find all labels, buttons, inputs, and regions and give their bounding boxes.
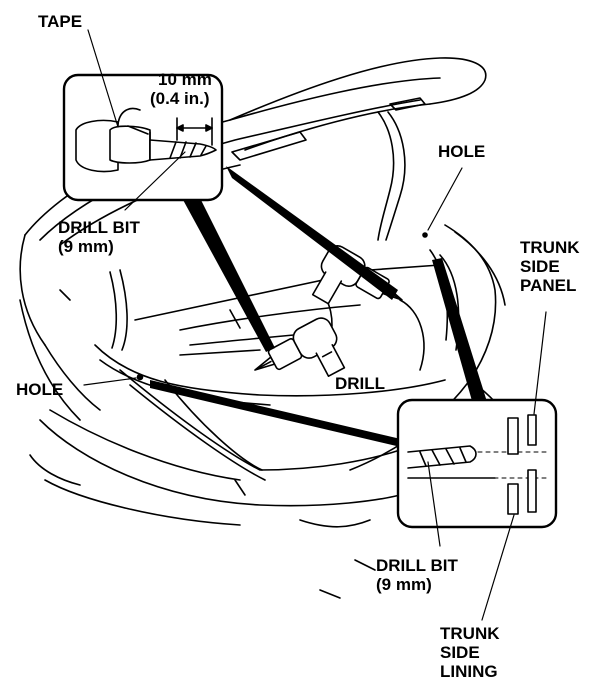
trunk-side-panel-line3: PANEL [520,276,577,295]
drill-bit-label-bottom: DRILL BIT (9 mm) [376,556,458,594]
dimension-mm: 10 mm [158,70,212,89]
tape-label: TAPE [38,12,83,31]
trunk-side-lining-line2: SIDE [440,643,480,662]
lining-callout-box [396,311,558,621]
callout-connectors [150,166,488,448]
trunk-side-panel-line1: TRUNK [520,238,580,257]
label-leaders [83,167,463,386]
trunk-side-lining-line3: LINING [440,662,498,681]
hole-label-top: HOLE [438,142,486,161]
drill-bit-label-top: DRILL BIT (9 mm) [58,218,140,256]
drill-bit-bottom-name: DRILL BIT [376,556,458,575]
drill-label: DRILL [335,374,386,393]
drill-bit-top-size: (9 mm) [58,237,114,256]
tape-callout-box [62,29,224,211]
dimension-in: (0.4 in.) [150,89,210,108]
trunk-side-panel-label: TRUNK SIDE PANEL [520,238,580,295]
drill-bit-bottom-size: (9 mm) [376,575,432,594]
drill-illustration [254,245,403,378]
trunk-side-panel-line2: SIDE [520,257,560,276]
trunk-side-lining-label: TRUNK SIDE LINING [440,624,500,681]
hole-label-left: HOLE [16,380,64,399]
drill-bit-top-name: DRILL BIT [58,218,140,237]
dimension-label: 10 mm (0.4 in.) [150,70,212,108]
trunk-side-lining-line1: TRUNK [440,624,500,643]
